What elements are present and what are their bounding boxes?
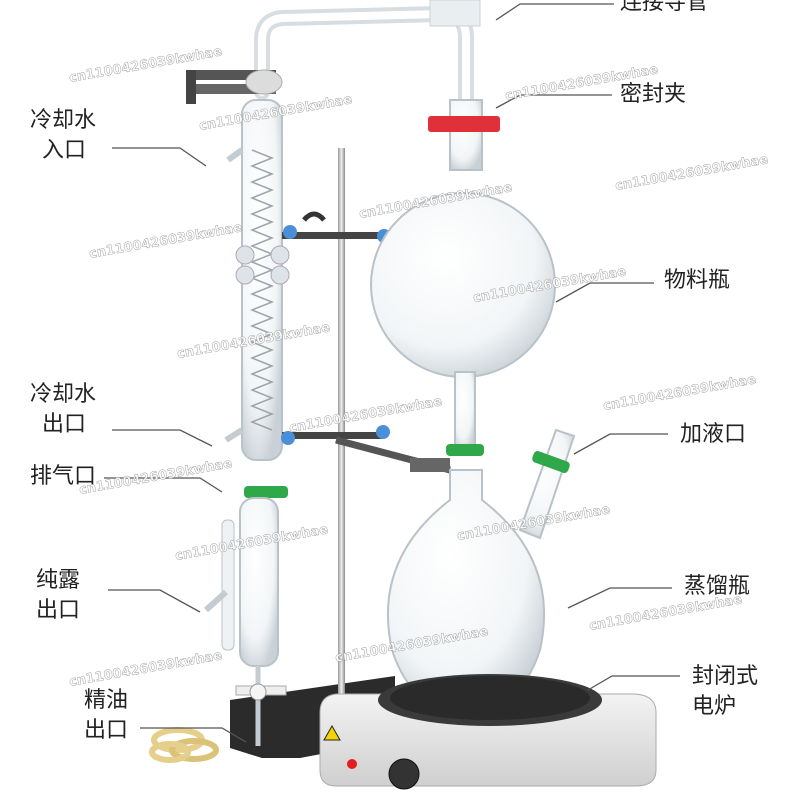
- watermark-10: cn1100426039kwhae: [288, 394, 443, 436]
- material-flask: [370, 99, 556, 456]
- top-clamp: [186, 69, 283, 104]
- label-seal-clamp: 密封夹: [620, 82, 687, 107]
- label-exhaust-port: 排气口: [30, 464, 97, 489]
- label-connecting-tube: 连接导管: [620, 0, 709, 15]
- label-enclosed-electric-stove: 封闭式 电炉: [692, 664, 759, 719]
- oil-separator: [203, 497, 287, 746]
- silicone-tubing: [149, 727, 219, 763]
- condenser: [224, 99, 290, 461]
- connecting-tube: [254, 5, 474, 108]
- label-liquid-addition-port: 加液口: [680, 422, 747, 447]
- stove-power-light: [347, 759, 357, 769]
- distillation-flask: [386, 428, 576, 714]
- label-distillation-flask: 蒸馏瓶: [684, 574, 751, 599]
- label-essential-oil-outlet: 精油 出口: [84, 688, 129, 743]
- lower-arm-clamp: [281, 425, 451, 474]
- condenser-green-clip: [244, 486, 288, 498]
- leader-lines: [104, 3, 680, 743]
- stove-knob: [388, 758, 420, 790]
- label-cooling-water-inlet: 冷却水 入口: [30, 108, 97, 163]
- watermark-11: cn1100426039kwhae: [78, 456, 233, 498]
- watermark-6: cn1100426039kwhae: [88, 220, 243, 262]
- label-pure-dew-outlet: 纯露 出口: [36, 568, 81, 623]
- watermark-16: cn1100426039kwhae: [68, 648, 223, 690]
- electric-stove: [319, 674, 657, 790]
- watermark-5: cn1100426039kwhae: [614, 152, 769, 194]
- label-material-flask: 物料瓶: [664, 268, 731, 293]
- label-cooling-water-outlet: 冷却水 出口: [30, 382, 97, 437]
- watermark-9: cn1100426039kwhae: [602, 372, 757, 414]
